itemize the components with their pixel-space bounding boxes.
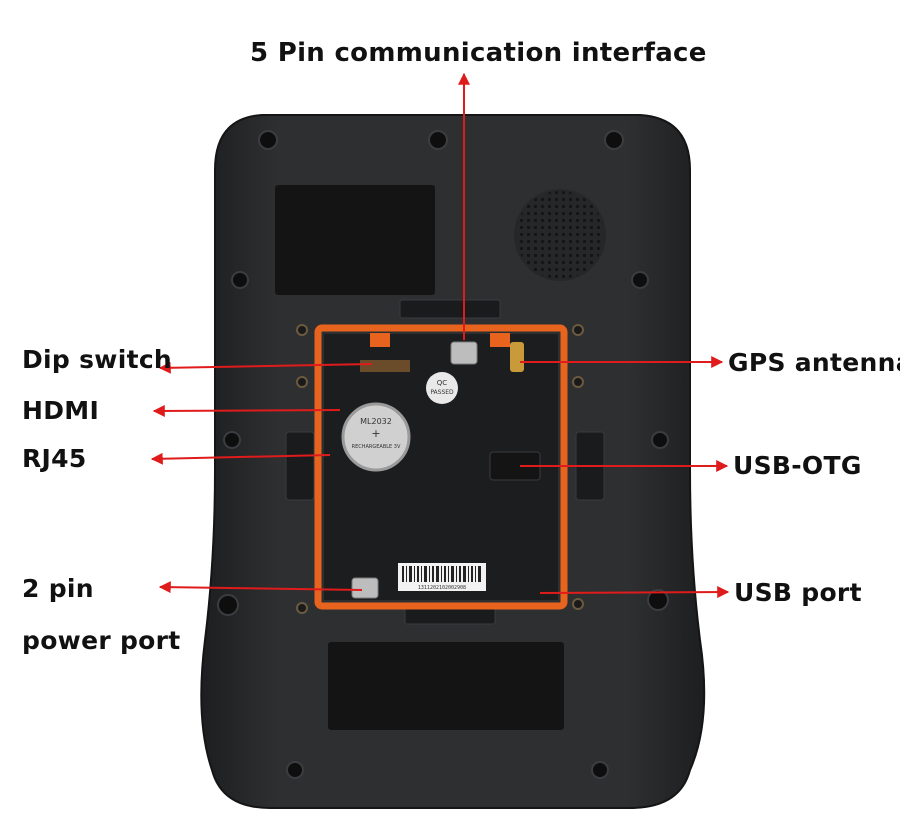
label-5pin-interface: 5 Pin communication interface	[250, 38, 707, 68]
label-2pin: 2 pin	[22, 574, 94, 603]
battery-type: RECHARGEABLE 3V	[352, 444, 401, 450]
barcode-number: 1311202102002908	[418, 585, 466, 591]
brass-inserts	[296, 324, 584, 614]
callout-arrows	[150, 72, 730, 599]
arrow-2pin	[158, 581, 363, 594]
label-gps-antenna: GPS antenna	[728, 348, 900, 377]
label-dip-switch: Dip switch	[22, 345, 173, 374]
bottom-label-recess	[328, 642, 564, 730]
qc-sticker-line1: QC	[437, 379, 448, 387]
arrow-hdmi	[152, 404, 341, 417]
dip-switch-component	[360, 360, 410, 372]
arrow-dip	[158, 361, 373, 374]
label-power-port: power port	[22, 626, 181, 655]
label-rj45: RJ45	[22, 444, 87, 473]
qc-sticker-line2: PASSED	[430, 389, 454, 396]
top-label-recess	[275, 185, 435, 295]
gps-sma-connector	[510, 342, 524, 372]
battery-model: ML2032	[360, 417, 392, 426]
arrow-usb	[539, 586, 730, 599]
label-usb-port: USB port	[734, 578, 862, 607]
coin-battery	[341, 402, 411, 472]
battery-polarity: +	[371, 427, 380, 440]
qc-sticker	[426, 372, 458, 404]
screw-holes	[217, 130, 669, 779]
barcode-bars	[402, 566, 481, 582]
arrow-rj45	[150, 452, 331, 465]
label-usb-otg: USB-OTG	[733, 451, 862, 480]
power-port-connector	[351, 577, 379, 599]
label-hdmi: HDMI	[22, 396, 100, 425]
five-pin-connector	[450, 341, 478, 365]
